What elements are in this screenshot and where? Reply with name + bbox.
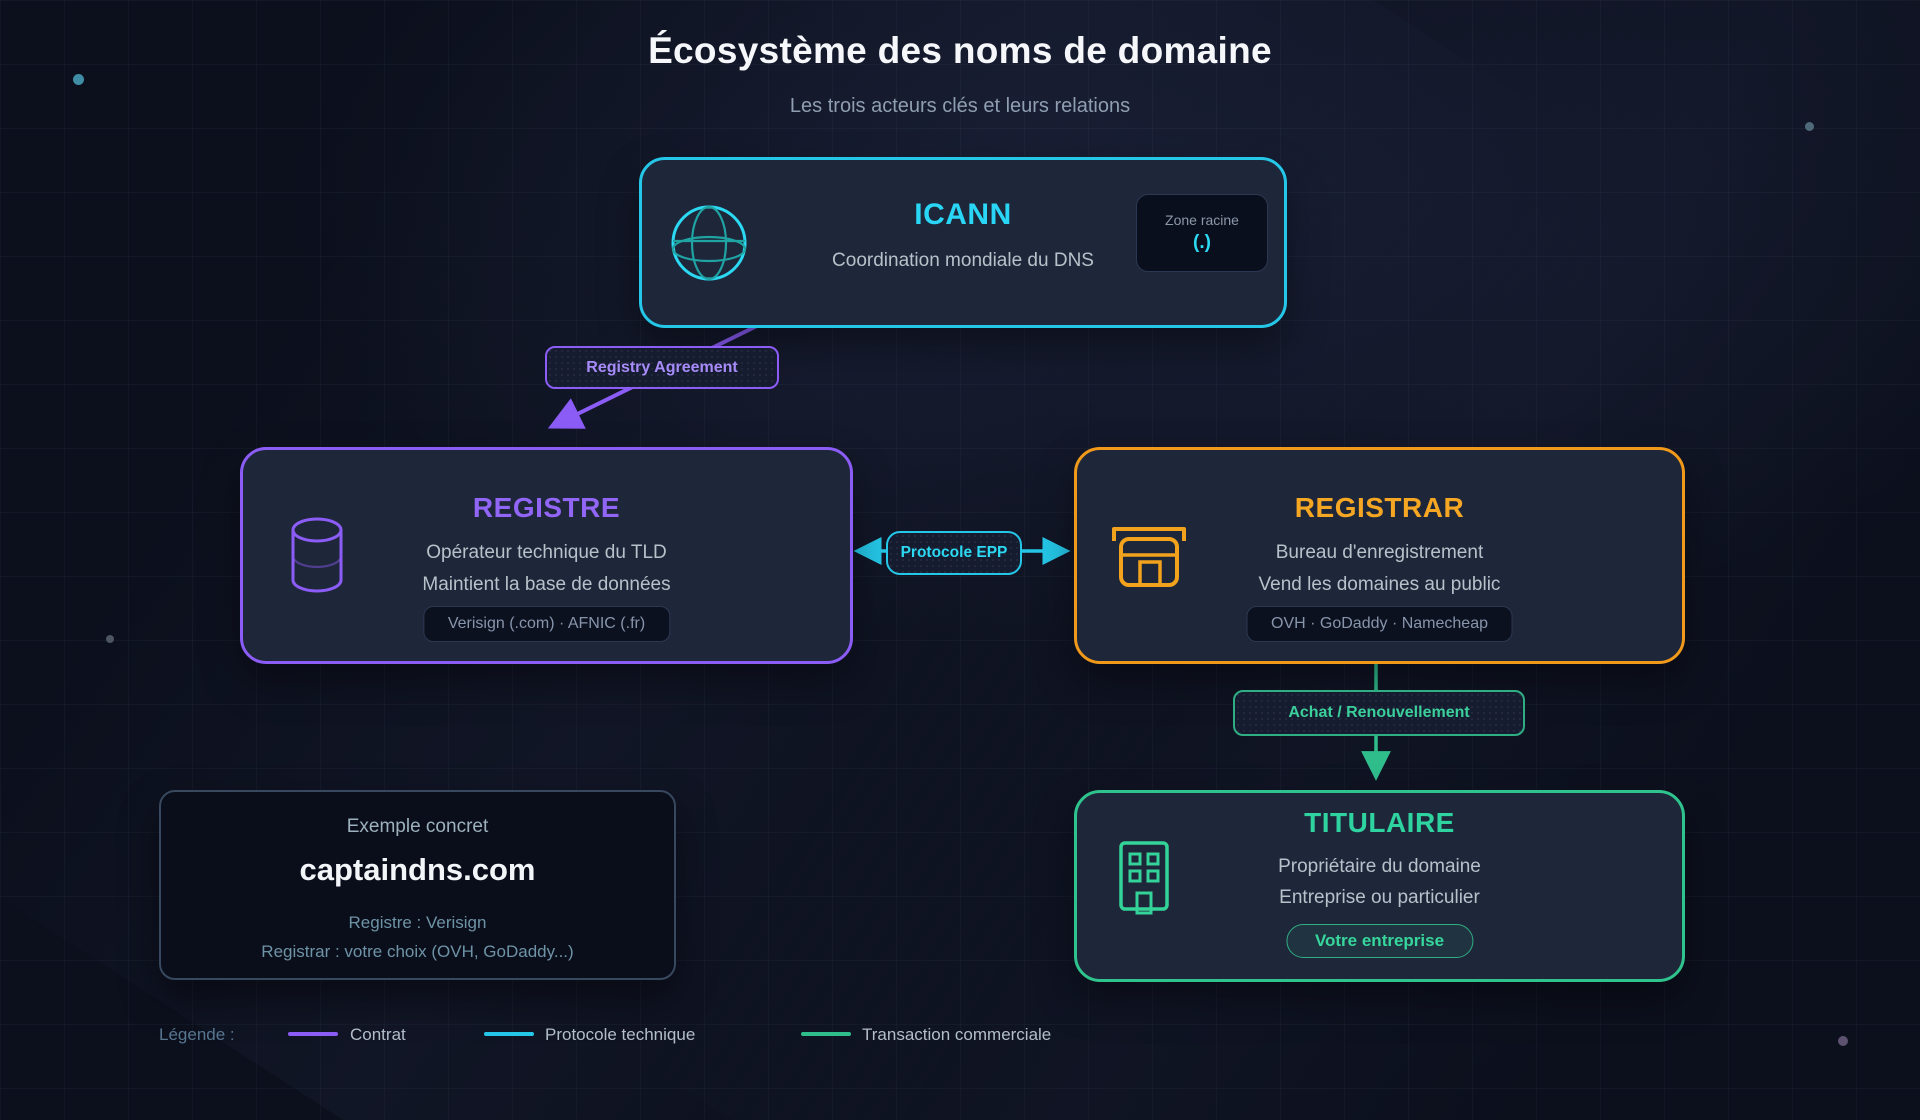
- node-registre-line1: Opérateur technique du TLD: [426, 542, 667, 563]
- registry-agreement-label: Registry Agreement: [545, 346, 779, 389]
- legend-swatch-protocol: [484, 1032, 534, 1036]
- node-registre: REGISTRE Opérateur technique du TLD Main…: [240, 447, 853, 664]
- building-icon: [1119, 841, 1169, 915]
- page-title: Écosystème des noms de domaine: [648, 30, 1272, 71]
- example-domain: captaindns.com: [299, 852, 536, 887]
- node-titulaire-title: TITULAIRE: [1304, 807, 1455, 838]
- root-zone-value: (.): [1193, 232, 1211, 253]
- registrar-examples-badge: OVH · GoDaddy · Namecheap: [1246, 606, 1513, 642]
- node-registrar-title: REGISTRAR: [1294, 492, 1465, 523]
- decorative-dot: [1805, 122, 1814, 131]
- purchase-renewal-label: Achat / Renouvellement: [1233, 690, 1525, 736]
- example-heading: Exemple concret: [346, 816, 489, 837]
- legend-item-protocol: Protocole technique: [545, 1025, 696, 1044]
- database-icon: [291, 517, 343, 593]
- node-registrar: REGISTRAR Bureau d'enregistrement Vend l…: [1074, 447, 1685, 664]
- legend-swatch-contract: [288, 1032, 338, 1036]
- node-icann-description: Coordination mondiale du DNS: [832, 250, 1094, 271]
- epp-protocol-label: Protocole EPP: [886, 531, 1022, 575]
- globe-icon: [671, 205, 747, 281]
- node-icann: ICANN Coordination mondiale du DNS Zone …: [639, 157, 1287, 328]
- node-registre-title: REGISTRE: [472, 492, 621, 523]
- root-zone-badge: Zone racine (.): [1136, 194, 1268, 272]
- node-icann-title: ICANN: [914, 198, 1012, 231]
- node-titulaire-line2: Entreprise ou particulier: [1279, 887, 1480, 908]
- node-registrar-line1: Bureau d'enregistrement: [1275, 542, 1484, 563]
- legend-item-contract: Contrat: [350, 1025, 406, 1044]
- legend-label: Légende :: [159, 1025, 235, 1044]
- node-titulaire-line1: Propriétaire du domaine: [1278, 856, 1481, 877]
- example-registrar-line: Registrar : votre choix (OVH, GoDaddy...…: [261, 942, 574, 961]
- registre-examples-badge: Verisign (.com) · AFNIC (.fr): [422, 606, 671, 642]
- node-titulaire: TITULAIRE Propriétaire du domaine Entrep…: [1074, 790, 1685, 982]
- storefront-icon: [1112, 527, 1186, 587]
- legend-swatch-transaction: [801, 1032, 851, 1036]
- decorative-dot: [1838, 1036, 1848, 1046]
- decorative-dot: [106, 635, 114, 643]
- legend-item-transaction: Transaction commerciale: [862, 1025, 1052, 1044]
- root-zone-label: Zone racine: [1165, 212, 1239, 228]
- node-registre-line2: Maintient la base de données: [422, 574, 671, 595]
- example-registry-line: Registre : Verisign: [348, 913, 487, 932]
- page-subtitle: Les trois acteurs clés et leurs relation…: [789, 95, 1131, 117]
- titulaire-company-badge: Votre entreprise: [1285, 924, 1474, 958]
- decorative-dot: [73, 74, 84, 85]
- node-registrar-line2: Vend les domaines au public: [1258, 574, 1501, 595]
- example-box: Exemple concret captaindns.com Registre …: [159, 790, 676, 980]
